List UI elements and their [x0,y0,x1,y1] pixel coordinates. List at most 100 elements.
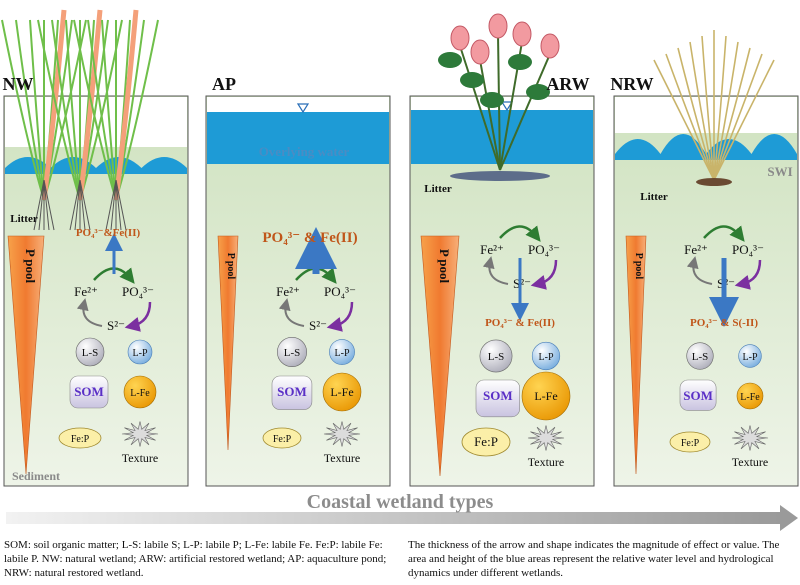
overlying-water-label: Overlying water [259,144,350,159]
grass-blade [665,53,715,181]
p-pool-label: P pool [23,249,38,284]
lotus-leaf [438,52,462,68]
labile-fe-label: L-Fe [534,389,557,403]
fe-p-ellipse [669,431,711,453]
labile-p-circle [127,339,153,365]
s-to-fe-arrow [686,256,713,285]
reed-leaf [73,19,117,201]
lotus-flower [512,21,532,47]
s-to-fe-arrow [482,256,509,285]
swi-label: SWI [767,164,792,179]
release-label: PO₄³⁻ & Fe(II) [262,230,357,246]
root [43,179,50,231]
texture-label: Texture [528,455,564,469]
fe2-label: Fe²⁺ [74,284,98,299]
water-layer [207,112,389,164]
s2-label: S²⁻ [309,318,327,333]
labile-s-label: L-S [82,347,99,359]
p-pool-label: P pool [437,249,452,284]
texture-label: Texture [122,451,158,465]
s-to-fe-arrow [278,298,305,327]
labile-fe-circle [521,371,571,421]
panel-title: NRW [610,74,653,94]
reed-leaf [15,19,45,201]
lotus-flower [488,13,508,39]
lotus-leaf [526,84,550,100]
som-box [679,379,717,411]
labile-fe-circle [322,372,362,412]
root [69,179,81,231]
root [74,179,81,231]
reed-stem [77,9,103,201]
fe-p-label: Fe:P [681,438,700,449]
labile-fe-circle [736,382,764,410]
reed-leaf [1,19,45,201]
po4-label: PO₄³⁻ [122,284,154,299]
panel-title: NW [3,74,34,94]
fe-p-label: Fe:P [273,434,292,445]
labile-s-circle [276,336,307,367]
fe-to-po4-arrow [703,225,745,242]
grass-blade [713,59,775,181]
p-pool-label: P pool [225,253,236,280]
legend-notes: The thickness of the arrow and shape ind… [408,539,780,579]
p-pool-shape [217,235,239,451]
som-label: SOM [74,384,104,399]
texture-shape [527,425,565,451]
lotus-stem [499,53,551,171]
labile-fe-label: L-Fe [330,385,353,399]
litter-layer [450,171,550,181]
root [115,179,127,231]
reed-stem [41,9,67,201]
reed-leaf [37,19,81,201]
som-label: SOM [277,384,307,399]
texture-label: Texture [324,451,360,465]
fe-p-ellipse [58,427,102,449]
root [79,179,91,231]
texture-label: Texture [732,455,768,469]
water-level-icon [296,103,310,114]
fe2-label: Fe²⁺ [276,284,300,299]
fe-p-ellipse [262,427,302,449]
p-pool-shape [625,235,647,475]
lotus-flower [540,33,560,59]
som-label: SOM [683,388,713,403]
labile-fe-label: L-Fe [130,388,150,399]
labile-p-label: L-P [335,348,350,359]
labile-s-circle [479,339,513,373]
litter-label: Litter [640,191,668,203]
fe-p-label: Fe:P [474,434,498,449]
root [115,179,122,231]
grass-blade [677,47,715,181]
release-label: PO₄³⁻ & Fe(II) [485,317,555,329]
s-to-fe-arrow [76,298,103,327]
labile-fe-circle [123,375,157,409]
grass-blade [713,35,727,181]
lotus-leaf [508,54,532,70]
labile-p-label: L-P [743,352,758,363]
axis-label: Coastal wetland types [307,491,494,513]
labile-p-circle [531,341,561,371]
legend-abbreviations: SOM: soil organic matter; L-S: labile S;… [4,539,387,579]
reed-leaf [51,19,81,201]
p-pool-label: P pool [633,253,644,280]
som-box [69,375,109,409]
po4-to-s-arrow [734,259,762,290]
po4-to-s-arrow [326,301,354,332]
labile-s-label: L-S [692,351,709,363]
texture-shape [731,425,769,451]
panel-sky [615,97,797,133]
panel-title: ARW [546,74,589,94]
root [38,179,45,231]
p-pool-shape [7,235,45,475]
root [105,179,117,231]
po4-to-s-arrow [530,259,558,290]
root [110,179,117,231]
sediment-label: Sediment [12,469,60,483]
po4-label: PO₄³⁻ [324,284,356,299]
som-box [271,375,313,410]
labile-fe-label: L-Fe [740,392,760,403]
litter-label: Litter [10,213,38,225]
lotus-stem [459,45,501,171]
